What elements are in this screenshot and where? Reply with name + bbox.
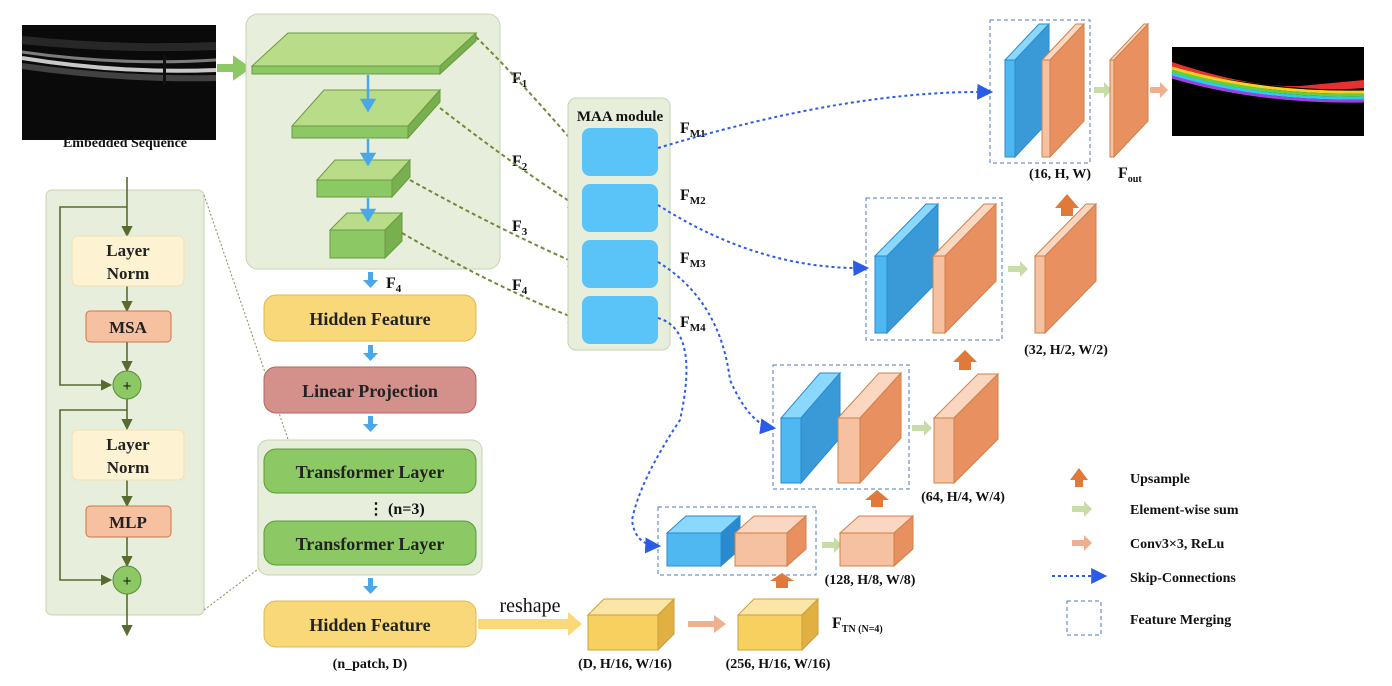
legend: Upsample Element-wise sum Conv3×3, ReLu … (1052, 468, 1239, 636)
dim-label-d: (D, H/16, W/16) (578, 657, 672, 672)
transformer-layer-1-box (263, 448, 477, 494)
fm3-label: FM3 (680, 250, 706, 270)
sum-arrow-32-icon (1008, 261, 1028, 277)
backbone-arrows (363, 272, 378, 594)
sum-arrow-16-icon (1094, 82, 1112, 98)
maa-block-3 (582, 240, 658, 288)
oct-input-image (21, 25, 217, 140)
orange-cube-32-conv (1033, 202, 1098, 335)
ftn-feature-cube (736, 597, 820, 652)
conv-arrow-out-icon (1150, 82, 1168, 98)
reshape-arrow-icon (478, 612, 582, 636)
maa-output-labels: FM1 FM2 FM3 FM4 (680, 120, 706, 334)
f4-backbone-label: F4 (386, 275, 402, 295)
fout-label: Fout (1118, 165, 1142, 185)
pyramid-to-maa-links (401, 36, 583, 323)
dim-label-64: (64, H/4, W/4) (921, 490, 1005, 505)
mlp-box (85, 505, 172, 538)
maa-block-1 (582, 128, 658, 176)
ftn-label: FTN (N=4) (832, 615, 883, 635)
orange-cube-16-merge (1040, 22, 1086, 159)
f2-label: F2 (512, 153, 528, 173)
feature-merging-box-128 (657, 506, 817, 576)
legend-merge: Feature Merging (1130, 613, 1231, 628)
dim-label-128: (128, H/8, W/8) (825, 573, 916, 588)
conv-arrow-1-icon (688, 615, 726, 633)
layer-norm-box-2 (71, 429, 185, 481)
upsample-arrows (770, 194, 1079, 588)
legend-conv: Conv3×3, ReLu (1130, 537, 1225, 552)
legend-skip: Skip-Connections (1130, 571, 1236, 586)
linear-projection-label: Linear Projection (302, 381, 438, 401)
transformer-layer-2-label: Transformer Layer (296, 534, 445, 554)
sum-arrow-128-icon (822, 537, 842, 553)
residual-sum-2 (112, 565, 142, 595)
orange-cube-32-merge (931, 202, 998, 335)
n-patch-label: (n_patch, D) (333, 657, 408, 672)
hidden-feature-bottom-label: Hidden Feature (309, 615, 430, 635)
maa-block-4 (582, 296, 658, 344)
fm2-label: FM2 (680, 187, 706, 207)
hidden-feature-top-label: Hidden Feature (309, 309, 430, 329)
orange-cube-128-conv (838, 514, 915, 568)
hidden-feature-top-box (263, 294, 477, 342)
fout-cube (1108, 22, 1150, 159)
linear-projection-box (263, 366, 477, 414)
legend-sum: Element-wise sum (1130, 503, 1239, 518)
legend-sum-icon (1072, 501, 1092, 517)
layer-norm-1-line2: Norm (107, 264, 149, 283)
dim-label-16: (16, H, W) (1029, 167, 1091, 182)
blue-cube-32 (873, 202, 940, 335)
layer-norm-2-line2: Norm (107, 458, 149, 477)
dim-label-32: (32, H/2, W/2) (1024, 343, 1108, 358)
blue-cube-16 (1003, 22, 1051, 159)
sum-symbol-1: + (122, 378, 131, 395)
segmentation-output-image (1171, 47, 1365, 136)
msa-label: MSA (109, 318, 148, 337)
fm4-label: FM4 (680, 314, 706, 334)
embedded-sequence-label: Embedded Sequence (63, 136, 187, 151)
skip-connections (630, 83, 994, 554)
pyramid-layer-4 (328, 211, 404, 260)
input-arrow-icon (217, 55, 252, 81)
maa-block-2 (582, 184, 658, 232)
pyramid-down-arrows (359, 75, 377, 223)
reshape-label: reshape (499, 595, 560, 617)
transformer-layer-2-box (263, 520, 477, 566)
pyramid-encoder-panel (245, 13, 501, 270)
layer-norm-1-line1: Layer (106, 241, 150, 260)
pyramid-layer-1 (250, 31, 478, 76)
orange-cube-128-merge (733, 514, 808, 568)
hidden-feature-bottom-box (263, 600, 477, 648)
transformer-block-wires (59, 177, 133, 637)
legend-upsample-icon (1070, 468, 1088, 487)
transformer-layer-1-label: Transformer Layer (296, 462, 445, 482)
n-repeat-label: ⋮ (n=3) (368, 501, 425, 518)
msa-box (85, 310, 172, 343)
layer-norm-box-1 (71, 235, 185, 287)
pyramid-layer-3 (315, 158, 412, 199)
f4-label: F4 (512, 277, 528, 297)
sum-symbol-2: + (122, 573, 131, 590)
blue-cube-128 (665, 514, 742, 568)
sum-arrow-64-icon (912, 420, 932, 436)
reshaped-feature-cube (586, 597, 676, 652)
f3-label: F3 (512, 218, 528, 238)
residual-sum-1 (112, 370, 142, 400)
pyramid-feature-labels: F1 F2 F3 F4 (512, 70, 528, 297)
layer-norm-2-line1: Layer (106, 435, 150, 454)
mlp-label: MLP (109, 513, 147, 532)
blue-cube-64 (779, 371, 842, 485)
legend-conv-icon (1072, 535, 1092, 551)
legend-upsample: Upsample (1130, 472, 1190, 487)
dim-label-256: (256, H/16, W/16) (726, 657, 831, 672)
orange-cube-64-conv (932, 372, 1000, 485)
legend-merge-icon (1066, 600, 1102, 636)
orange-cube-64-merge (836, 371, 903, 485)
maa-module-title: MAA module (577, 109, 664, 125)
